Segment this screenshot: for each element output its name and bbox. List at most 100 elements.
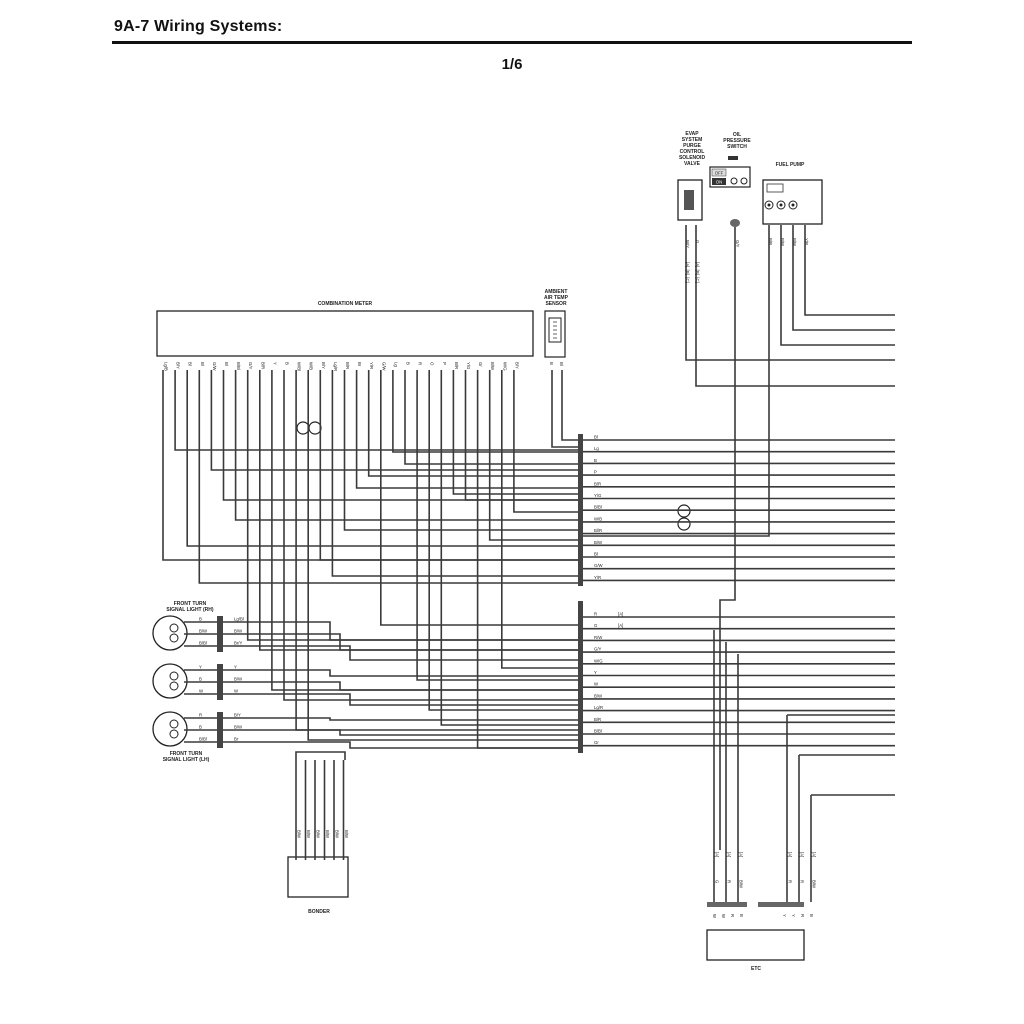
signal-left-label: B bbox=[199, 677, 202, 682]
oil-pressure-switch: OFF ON OIL PRESSURE SWITCH bbox=[709, 132, 751, 227]
meter-pin-label: B bbox=[285, 362, 290, 365]
connector2-label: B/Bl bbox=[594, 729, 602, 734]
front-turn-signal-lh: FRONT TURN SIGNAL LIGHT (LH) bbox=[152, 711, 223, 763]
meter-wire bbox=[488, 370, 578, 541]
signal-wire bbox=[223, 741, 578, 749]
evap-tag: [A], [B], [C] bbox=[685, 262, 690, 283]
meter-wire bbox=[452, 370, 578, 495]
connector2-label: Gr bbox=[594, 740, 599, 745]
etc-right-pin: Y bbox=[782, 914, 787, 917]
signal-left-label: B bbox=[199, 725, 202, 730]
signal-wire bbox=[223, 621, 578, 641]
etc-label: ETC bbox=[751, 966, 761, 972]
connector2-tag: [A] bbox=[618, 612, 623, 617]
meter-wire bbox=[367, 370, 578, 477]
bonder-wire-label: B/W bbox=[306, 830, 311, 839]
sensor-label-3: SENSOR bbox=[545, 301, 567, 307]
combination-meter: COMBINATION METER bbox=[156, 301, 534, 357]
meter-wire bbox=[343, 370, 578, 531]
harness-connector-2 bbox=[578, 601, 583, 753]
meter-pin-label: B/Y bbox=[321, 362, 326, 369]
meter-wire bbox=[440, 370, 578, 726]
etc-right-pin: B bbox=[809, 914, 814, 917]
meter-pin-label: Gr bbox=[478, 362, 483, 367]
etc-right-pin: R bbox=[800, 914, 805, 917]
connector1-label: B/W bbox=[594, 540, 603, 545]
meter-wire bbox=[404, 370, 578, 465]
signal-left-label: B/Bl bbox=[199, 737, 207, 742]
evap-label-3: PURGE bbox=[683, 143, 701, 149]
sensor-wire bbox=[551, 370, 578, 448]
meter-wire bbox=[307, 370, 578, 741]
fuel-wire-label: Y/R bbox=[804, 238, 809, 245]
connector1-label: W/B bbox=[594, 516, 602, 521]
fuel-wire bbox=[780, 225, 895, 346]
meter-wire bbox=[476, 370, 578, 749]
connector1-label: B/Bl bbox=[594, 505, 602, 510]
meter-pin-label: B/Bl bbox=[236, 362, 241, 370]
connector2-label: W bbox=[594, 682, 599, 687]
ambient-air-temp-sensor: AMBIENT AIR TEMP SENSOR bbox=[544, 289, 569, 358]
wires bbox=[162, 225, 895, 902]
evap-label-2: SYSTEM bbox=[682, 137, 703, 143]
evap-wire-label: G bbox=[695, 240, 700, 244]
signal-right-label: B/W bbox=[234, 629, 243, 634]
connector2-label: R/W bbox=[594, 635, 603, 640]
meter-wire bbox=[392, 370, 578, 453]
meter-wire bbox=[210, 370, 578, 471]
bonder-wire-label: B/W bbox=[297, 830, 302, 839]
etc-left-wire-label: B/W bbox=[739, 880, 744, 889]
sensor-wire bbox=[561, 370, 578, 441]
meter-pin-label: G/W bbox=[212, 362, 217, 372]
meter-wire bbox=[246, 370, 578, 641]
meter-pin-label: B/Y bbox=[514, 362, 519, 369]
connector2-label: B/W bbox=[594, 693, 603, 698]
connector2-label: Y bbox=[594, 670, 597, 675]
meter-wire bbox=[355, 370, 578, 489]
signal-right-label: B/Y bbox=[234, 713, 241, 718]
etc-left-pin: R bbox=[730, 914, 735, 917]
connector1-label: Lg bbox=[594, 446, 599, 451]
signal-wire bbox=[223, 681, 578, 691]
etc-right-wire-label: R bbox=[788, 880, 793, 883]
bonder: BONDER bbox=[287, 856, 349, 915]
connector1-label: P bbox=[594, 470, 597, 475]
etc-right-tag: [A] bbox=[788, 852, 793, 857]
fuel-pump: FUEL PUMP bbox=[762, 162, 823, 225]
bonder-wire-label: B/W bbox=[335, 830, 340, 839]
fuel-wire bbox=[804, 225, 895, 316]
header-rule bbox=[112, 41, 912, 44]
oil-label-2: PRESSURE bbox=[723, 138, 751, 144]
meter-wire bbox=[379, 370, 578, 626]
sensor-label-1: AMBIENT bbox=[545, 289, 568, 295]
meter-pin-label: W/G bbox=[502, 362, 507, 371]
meter-pin-label: Lg bbox=[393, 362, 398, 367]
etc-left-wire-label: G bbox=[715, 880, 720, 884]
etc-left-pin: W bbox=[721, 914, 726, 919]
evap-wire-label: W/Y bbox=[685, 240, 690, 248]
meter-wire bbox=[186, 370, 578, 547]
signal-right-label: B/W bbox=[234, 677, 243, 682]
signal-wire bbox=[223, 669, 578, 677]
signal-wire bbox=[223, 693, 578, 706]
oil-label-1: OIL bbox=[733, 132, 741, 138]
meter-pin-label: Y/G bbox=[466, 362, 471, 370]
evap-label-4: CONTROL bbox=[680, 149, 705, 155]
etc-left-pin: B bbox=[739, 914, 744, 917]
meter-pin-label: O bbox=[430, 362, 435, 366]
page-number: 1/6 bbox=[501, 56, 523, 73]
fuel-pump-label: FUEL PUMP bbox=[776, 162, 805, 168]
oil-switch-on: ON bbox=[716, 180, 722, 185]
bonder-label: BONDER bbox=[308, 909, 330, 915]
signal-wire bbox=[223, 729, 578, 736]
lh-label-2: SIGNAL LIGHT (LH) bbox=[163, 757, 210, 763]
evap-label-6: VALVE bbox=[684, 161, 701, 167]
signal-right-label: Br bbox=[234, 737, 239, 742]
oil-wire-label: G/Y bbox=[735, 240, 740, 248]
rh-label-2: SIGNAL LIGHT (RH) bbox=[166, 607, 213, 613]
etc-right-pin: Y bbox=[791, 914, 796, 917]
front-turn-signal-mid bbox=[152, 663, 223, 700]
connector1-label: B bbox=[594, 458, 597, 463]
etc-right-wire-label: R bbox=[800, 880, 805, 883]
evap-wire bbox=[685, 225, 895, 361]
